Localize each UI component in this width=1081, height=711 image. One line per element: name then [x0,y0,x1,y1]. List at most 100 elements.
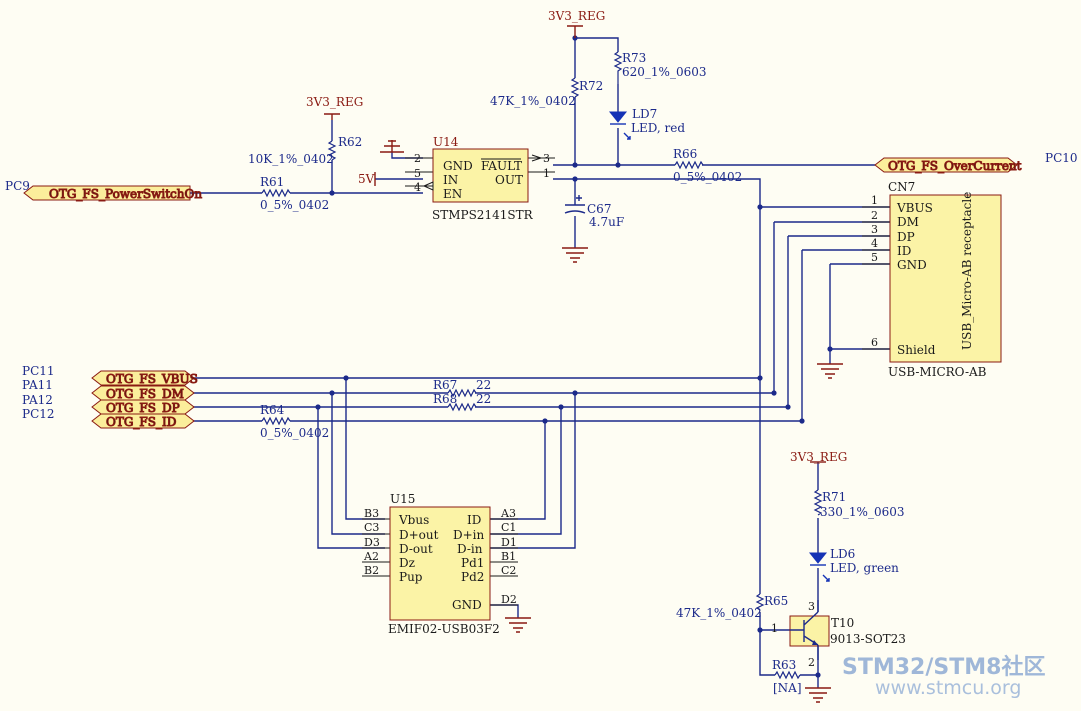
svg-text:10K_1%_0402: 10K_1%_0402 [248,152,334,166]
svg-text:R71: R71 [822,490,846,504]
svg-text:ID: ID [897,244,911,258]
svg-text:R72: R72 [579,79,603,93]
svg-text:620_1%_0603: 620_1%_0603 [622,65,706,79]
svg-text:IN: IN [443,173,458,187]
ground-cn7 [817,363,843,379]
power-5v: 5V [358,172,376,186]
power-3v3-ld6: 3V3_REG [790,450,847,464]
port-power-switch-on: OTG_FS_PowerSwitchOn PC9 [5,179,203,202]
svg-text:C67: C67 [587,202,611,216]
svg-text:47K_1%_0402: 47K_1%_0402 [490,94,576,108]
svg-text:Pd2: Pd2 [461,570,484,584]
connector-cn7: CN7 USB-MICRO-AB USB_Micro-AB receptacle… [862,180,1002,379]
ic-u14: U14 STMPS2141STR GND IN EN FAULT OUT 2 5… [405,135,555,222]
svg-text:DM: DM [897,215,919,229]
svg-text:22: 22 [476,392,491,406]
svg-text:0_5%_0402: 0_5%_0402 [673,170,742,184]
svg-text:22: 22 [476,378,491,392]
svg-text:2: 2 [871,209,878,222]
port-vbus: OTG_FS_VBUS PC11 [22,364,198,387]
power-3v3-top: 3V3_REG [548,9,605,38]
svg-text:VBUS: VBUS [896,201,933,215]
svg-text:1: 1 [871,194,878,207]
resistor-r68: R68 22 [433,392,491,412]
svg-text:5V: 5V [358,172,375,186]
svg-text:R64: R64 [260,403,285,417]
svg-text:[NA]: [NA] [773,681,802,695]
svg-text:EN: EN [443,187,462,201]
svg-text:R63: R63 [772,658,796,672]
svg-text:C1: C1 [501,521,516,534]
svg-text:T10: T10 [831,616,854,630]
svg-text:OUT: OUT [495,173,523,187]
svg-text:R62: R62 [338,135,362,149]
svg-text:PC9: PC9 [5,179,30,193]
svg-text:OTG_FS_VBUS: OTG_FS_VBUS [106,372,198,386]
svg-text:PA11: PA11 [22,378,53,392]
svg-text:PA12: PA12 [22,393,53,407]
resistor-r65: R65 47K_1%_0402 [676,593,788,620]
ground-u15 [505,617,531,633]
svg-text:OTG_FS_OverCurrent: OTG_FS_OverCurrent [888,159,1022,173]
svg-text:4: 4 [871,237,878,250]
svg-text:STMPS2141STR: STMPS2141STR [432,208,534,222]
ground-c67 [562,247,588,263]
svg-text:R67: R67 [433,378,457,392]
svg-text:2: 2 [808,656,815,669]
resistor-r64: R64 0_5%_0402 [260,403,329,440]
svg-text:OTG_FS_ID: OTG_FS_ID [106,415,176,429]
wires [190,37,890,688]
svg-text:OTG_FS_DM: OTG_FS_DM [106,387,184,401]
svg-text:OTG_FS_DP: OTG_FS_DP [106,401,180,415]
svg-text:PC12: PC12 [22,407,55,421]
svg-text:R65: R65 [764,594,788,608]
svg-text:D3: D3 [364,536,380,549]
svg-text:Pup: Pup [399,570,423,584]
svg-text:3V3_REG: 3V3_REG [306,95,363,109]
svg-text:D-out: D-out [399,542,433,556]
svg-text:EMIF02-USB03F2: EMIF02-USB03F2 [388,622,500,636]
resistor-r71: R71 330_1%_0603 [813,489,904,519]
svg-text:3: 3 [808,600,815,613]
svg-text:D2: D2 [501,593,517,606]
svg-text:0_5%_0402: 0_5%_0402 [260,198,329,212]
watermark: STM32/STM8社区 www.stmcu.org [842,654,1045,699]
capacitor-c67: C67 4.7uF [564,195,624,229]
svg-text:9013-SOT23: 9013-SOT23 [830,632,906,646]
svg-text:LED, red: LED, red [631,121,685,135]
resistor-r73: R73 620_1%_0603 [613,51,706,84]
svg-text:R68: R68 [433,392,457,406]
resistor-r66: R66 0_5%_0402 [673,147,742,184]
svg-text:PC11: PC11 [22,364,55,378]
resistor-r72: R72 47K_1%_0402 [490,77,603,108]
svg-text:Vbus: Vbus [398,513,429,527]
svg-text:LD7: LD7 [632,107,657,121]
svg-text:0_5%_0402: 0_5%_0402 [260,426,329,440]
svg-text:3V3_REG: 3V3_REG [548,9,605,23]
svg-text:LED, green: LED, green [830,561,899,575]
svg-text:STM32/STM8社区: STM32/STM8社区 [842,654,1045,680]
svg-text:3V3_REG: 3V3_REG [790,450,847,464]
resistor-r61: R61 0_5%_0402 [260,175,329,212]
svg-text:CN7: CN7 [888,180,915,194]
svg-text:1: 1 [771,622,778,635]
svg-text:B3: B3 [364,507,379,520]
resistor-r67: R67 22 [433,378,491,398]
svg-text:3: 3 [543,152,550,165]
svg-text:Pd1: Pd1 [461,556,484,570]
svg-text:GND: GND [897,258,927,272]
svg-text:USB_Micro-AB receptacle: USB_Micro-AB receptacle [960,192,974,350]
ground-t10 [805,687,831,703]
ic-u15: U15 EMIF02-USB03F2 Vbus D+out D-out Dz P… [362,492,518,636]
svg-text:5: 5 [871,251,878,264]
transistor-t10: T10 9013-SOT23 1 2 3 [771,600,906,669]
port-dp: OTG_FS_DP PA12 [22,393,195,416]
svg-text:4.7uF: 4.7uF [589,215,624,229]
svg-text:A2: A2 [363,550,379,563]
svg-text:D-in: D-in [457,542,483,556]
power-3v3-r62: 3V3_REG [306,95,363,120]
svg-text:4: 4 [414,181,421,194]
svg-text:ID: ID [467,513,481,527]
svg-text:C2: C2 [501,564,516,577]
